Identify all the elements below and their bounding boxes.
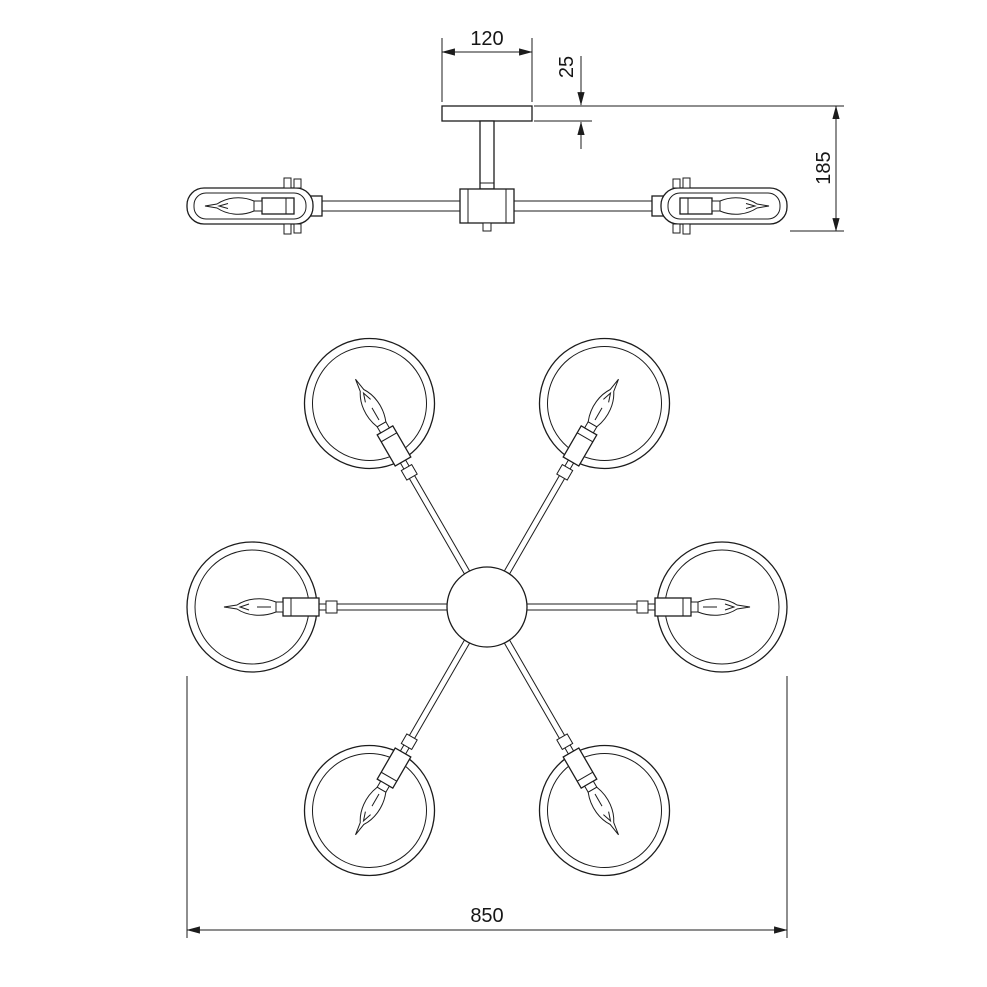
stem [479,120,495,190]
dimension-fixture-height: 185 [790,105,844,232]
dimension-label-850: 850 [470,905,503,927]
plan-lamp-arm-60deg [450,314,694,606]
plan-lamp-arm-120deg [280,314,524,606]
dimension-mount-plate-height: 25 [534,56,844,149]
dimension-label-120: 120 [470,28,503,50]
side-lamp-left [186,177,461,235]
plan-lamp-arm-300deg [450,608,694,900]
ceiling-mount-plate [441,105,533,122]
plan-lamp-arm-240deg [280,608,524,900]
side-lamp-right [513,177,788,235]
dimension-fixture-diameter: 850 [186,676,788,938]
plan-lamp-arm-180deg [186,541,448,673]
hub-finial [482,222,492,232]
side-elevation-view [186,105,788,235]
plan-central-hub [446,566,528,648]
dimension-label-185: 185 [813,151,835,184]
dimension-mount-width: 120 [441,28,533,102]
plan-lamp-arm-0deg [526,541,788,673]
plan-view [186,314,788,900]
dimension-label-25: 25 [556,56,578,78]
